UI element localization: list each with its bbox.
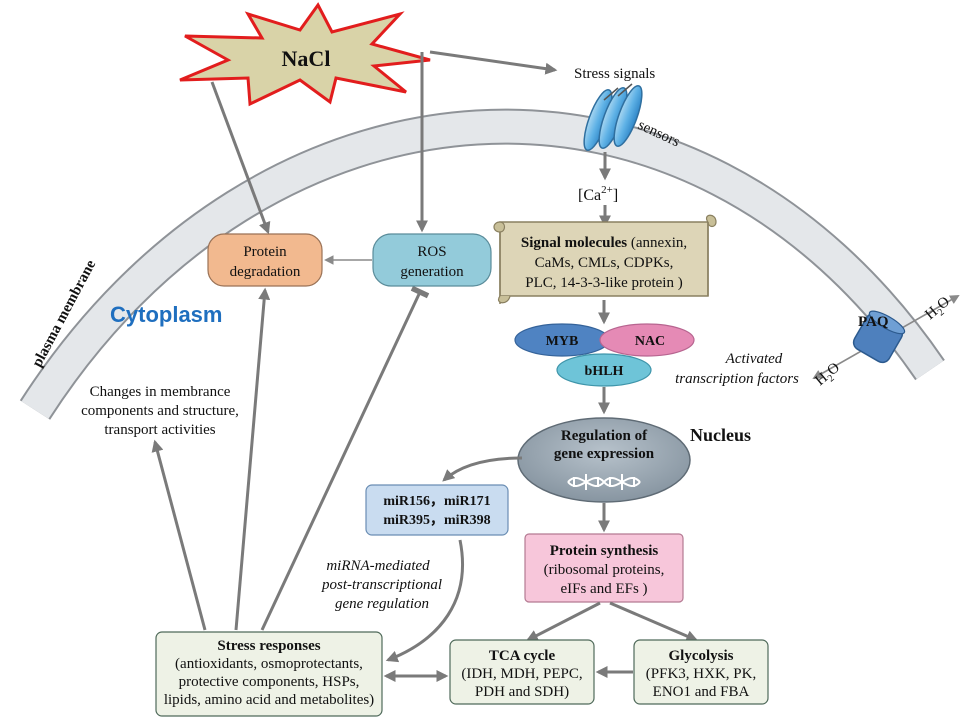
water-label-left: H2O	[812, 360, 845, 392]
stress-responses-line4: lipids, amino acid and metabolites)	[164, 692, 374, 708]
glycolysis-box	[633, 639, 769, 705]
bhlh-label: bHLH	[585, 364, 624, 379]
nacl-burst-shape	[179, 2, 431, 107]
protein-synthesis-line2: (ribosomal proteins,	[544, 562, 665, 578]
tf-caption-line2: transcription factors	[675, 371, 799, 387]
gene-expression-line1: Regulation of	[561, 428, 648, 444]
mirna-caption-line2: post-transcriptional	[321, 577, 442, 593]
arrow-nacl-to-stress-signals	[429, 50, 558, 75]
ros-line1: ROS	[417, 244, 446, 260]
inhibit-stress-to-ros	[260, 285, 430, 631]
arrow-protein-synthesis-to-tca	[525, 601, 601, 642]
gene-expression-line2: gene expression	[554, 446, 655, 462]
cytoplasm-label: Cytoplasm	[110, 302, 222, 327]
membrane-changes-line3: transport activities	[104, 422, 215, 438]
nac-label: NAC	[635, 334, 665, 349]
glycolysis-line2: (PFK3, HXK, PK,	[646, 666, 756, 682]
myb-label: MYB	[546, 334, 579, 349]
protein-synthesis-title: Protein synthesis	[550, 543, 659, 559]
tca-title: TCA cycle	[489, 648, 556, 664]
arrow-mirnas-to-stress-responses	[385, 539, 465, 663]
dna-helix-icon	[567, 474, 641, 490]
ros-generation-pill	[372, 233, 492, 287]
protein-degradation-line1: Protein	[243, 244, 287, 260]
gene-expression-ellipse	[517, 417, 691, 503]
protein-degradation-line2: degradation	[230, 264, 301, 280]
stress-responses-title: Stress responses	[217, 638, 320, 654]
glycolysis-title: Glycolysis	[668, 648, 733, 664]
arrow-nacl-to-protein-degradation	[210, 81, 271, 235]
mirna-line1: miR156，miR171	[383, 494, 490, 509]
tca-line2: (IDH, MDH, PEPC,	[461, 666, 582, 682]
stress-responses-line3: protective components, HSPs,	[179, 674, 360, 690]
bhlh-ellipse	[556, 353, 652, 387]
protein-degradation-pill	[207, 233, 323, 287]
stress-responses-line2: (antioxidants, osmoprotectants,	[175, 656, 363, 672]
mirna-caption-line3: gene regulation	[335, 596, 429, 612]
stress-signals-label: Stress signals	[574, 66, 655, 82]
stress-responses-box	[155, 631, 383, 717]
signal-molecules-line3: PLC, 14-3-3-like protein )	[525, 275, 682, 291]
sensor-channel-icon	[583, 83, 643, 151]
signal-molecules-scroll	[493, 214, 717, 304]
nacl-label: NaCl	[282, 46, 331, 71]
tca-cycle-box	[449, 639, 595, 705]
tf-caption-line1: Activated	[725, 351, 783, 367]
protein-synthesis-box	[524, 533, 684, 603]
tca-line3: PDH and SDH)	[475, 684, 569, 700]
plasma-membrane-inner	[21, 110, 944, 419]
arrow-protein-synthesis-to-glycolysis	[609, 601, 699, 642]
arrow-stress-to-membrane-changes	[151, 439, 207, 631]
arrow-stress-to-protein-degradation	[234, 287, 271, 631]
calcium-label: [Ca2+]	[578, 184, 618, 204]
paq-channel-icon	[852, 310, 906, 364]
membrane-changes-line1: Changes in membrance	[90, 384, 231, 400]
mirna-box	[365, 484, 509, 536]
nac-ellipse	[599, 323, 695, 357]
signal-molecules-line1: Signal molecules (annexin,	[521, 235, 687, 251]
mirna-caption-line1: miRNA-mediated	[326, 558, 430, 574]
protein-synthesis-line3: eIFs and EFs )	[560, 581, 647, 597]
arrow-gene-to-mirnas	[442, 456, 523, 482]
signal-molecules-line2: CaMs, CMLs, CDPKs,	[535, 255, 674, 271]
paq-label: PAQ	[858, 314, 889, 330]
nucleus-label: Nucleus	[690, 425, 751, 445]
water-label-right: H2O	[922, 294, 955, 326]
ros-line2: generation	[400, 264, 464, 280]
mirna-line2: miR395，miR398	[383, 513, 490, 528]
glycolysis-line3: ENO1 and FBA	[653, 684, 750, 700]
membrane-changes-line2: components and structure,	[81, 403, 239, 419]
